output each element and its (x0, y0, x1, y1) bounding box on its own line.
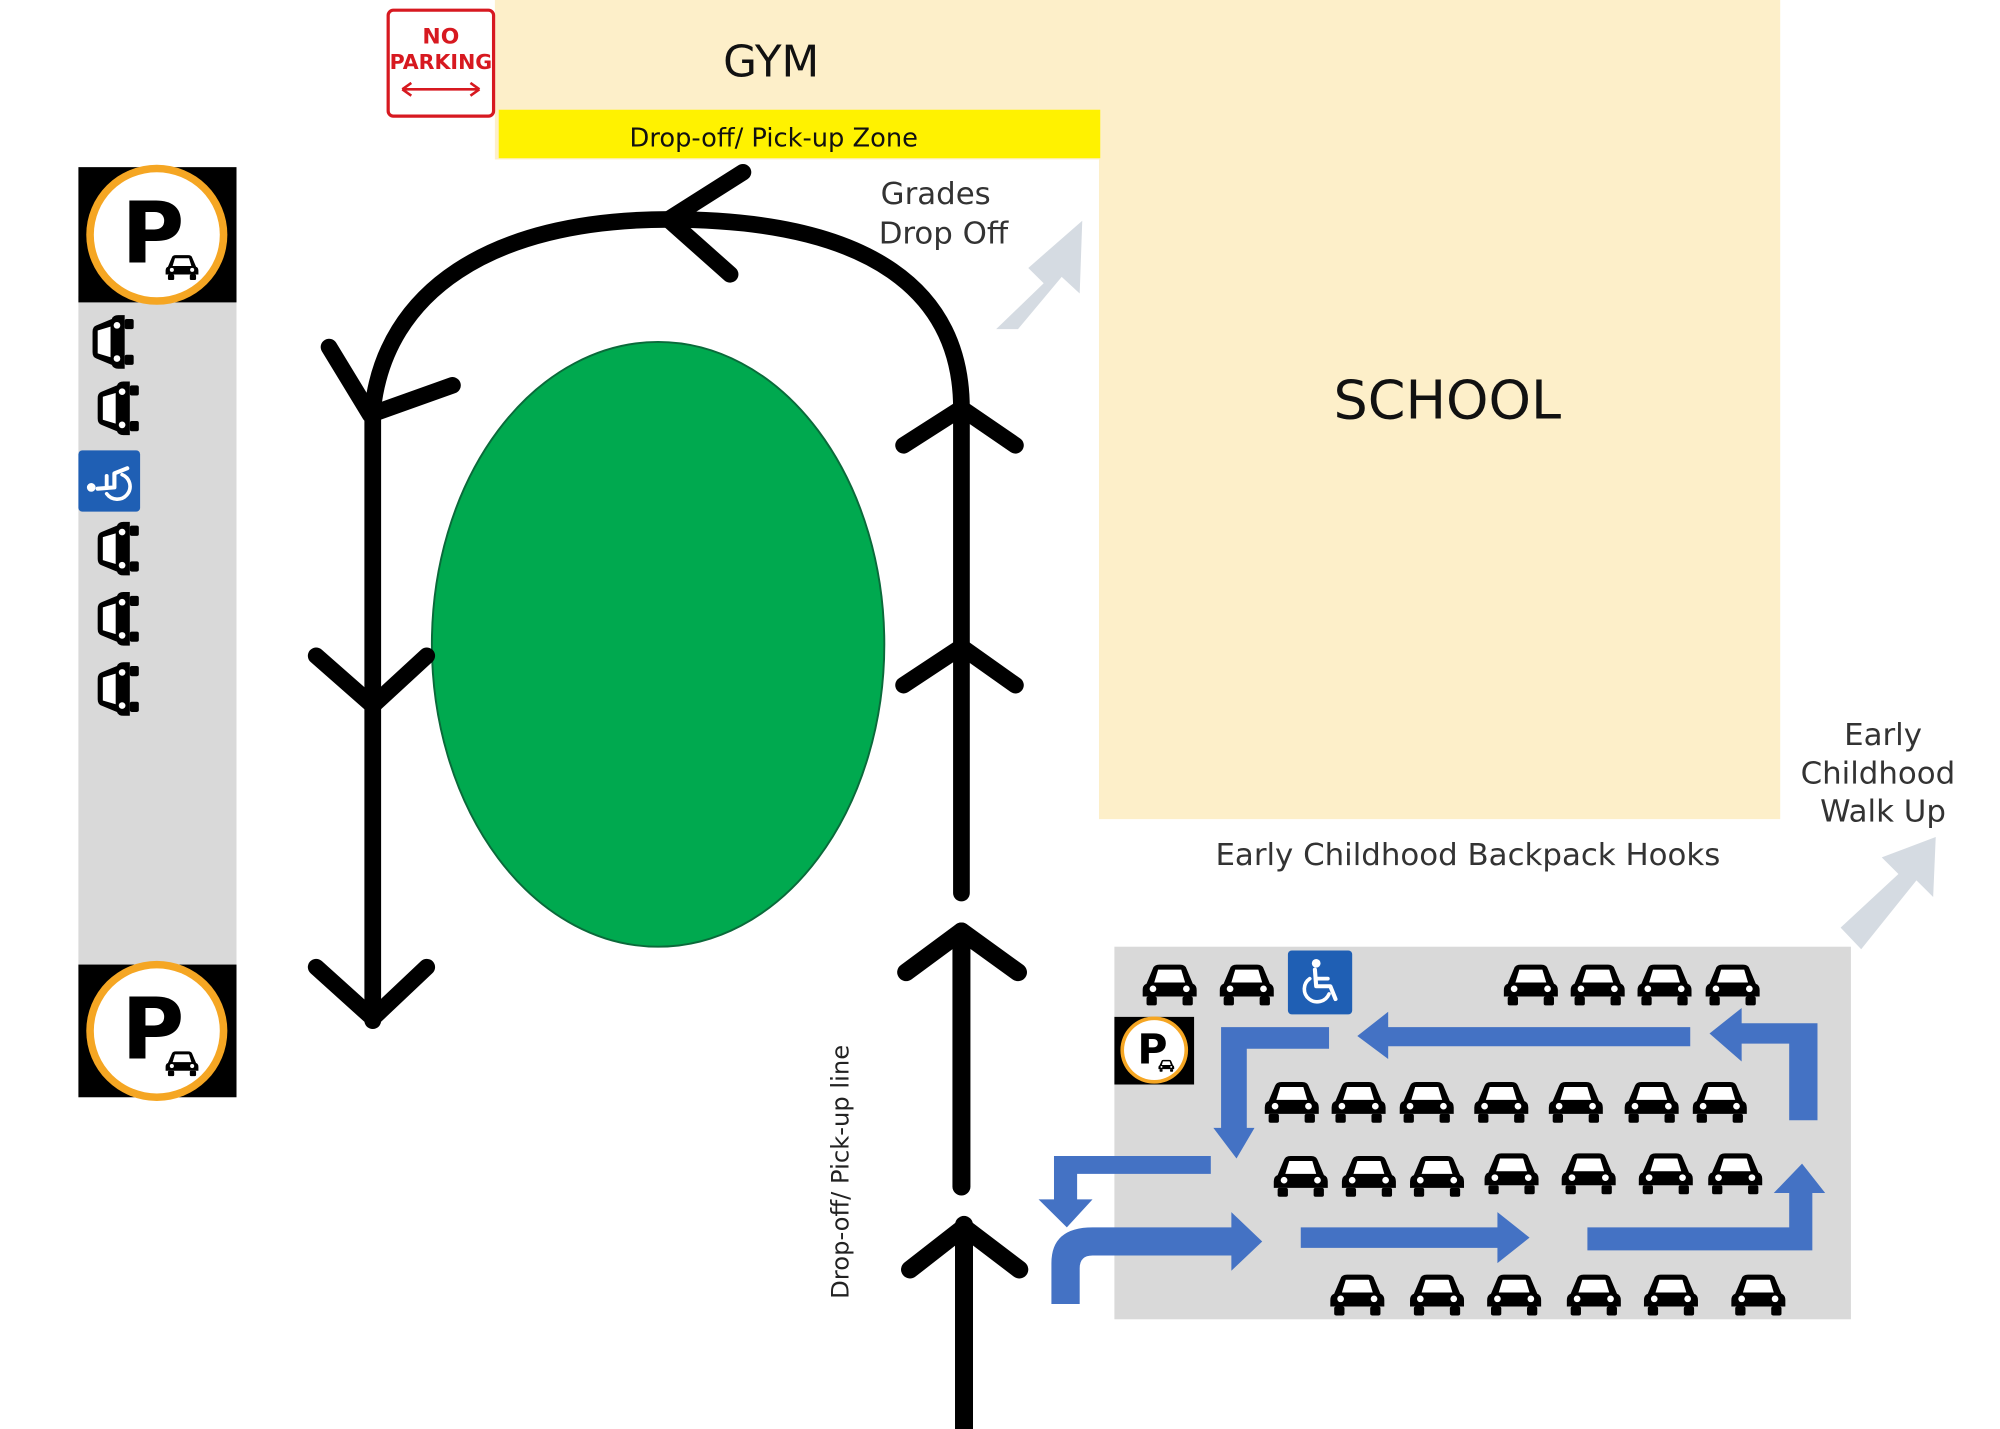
drop-off-line-label: Drop-off/ Pick-up line (825, 1045, 854, 1299)
gym-label: GYM (723, 38, 819, 88)
school-label: SCHOOL (1334, 369, 1562, 432)
no-parking-sign-icon: NO PARKING (386, 8, 496, 118)
grades-label-line1: Grades (881, 176, 991, 212)
no-parking-line2: PARKING (390, 50, 493, 74)
zone-label: Drop-off/ Pick-up Zone (630, 124, 918, 154)
early-childhood-line2: Childhood (1801, 756, 1956, 792)
drop-off-pick-up-zone (498, 109, 1101, 159)
parking-sign-bottom (78, 961, 237, 1101)
early-childhood-walk-arrow (1840, 836, 1936, 950)
green-lawn (430, 340, 886, 948)
lot-parking-sign (1114, 1016, 1195, 1085)
early-childhood-line1: Early (1844, 717, 1922, 753)
school-building (1098, 0, 1781, 820)
traffic-route (307, 163, 1029, 1429)
wheelchair-accessible-icon (78, 450, 141, 512)
no-parking-line1: NO (422, 24, 459, 49)
early-childhood-line3: Walk Up (1820, 794, 1946, 830)
lot-traffic-arrows (1038, 1007, 1826, 1304)
parking-sign-top (78, 165, 237, 305)
grades-label-line2: Drop Off (879, 216, 1009, 252)
lot-wheelchair-accessible-icon (1287, 950, 1353, 1015)
backpack-hooks-label: Early Childhood Backpack Hooks (1215, 837, 1720, 873)
grades-walk-arrow (996, 220, 1083, 330)
